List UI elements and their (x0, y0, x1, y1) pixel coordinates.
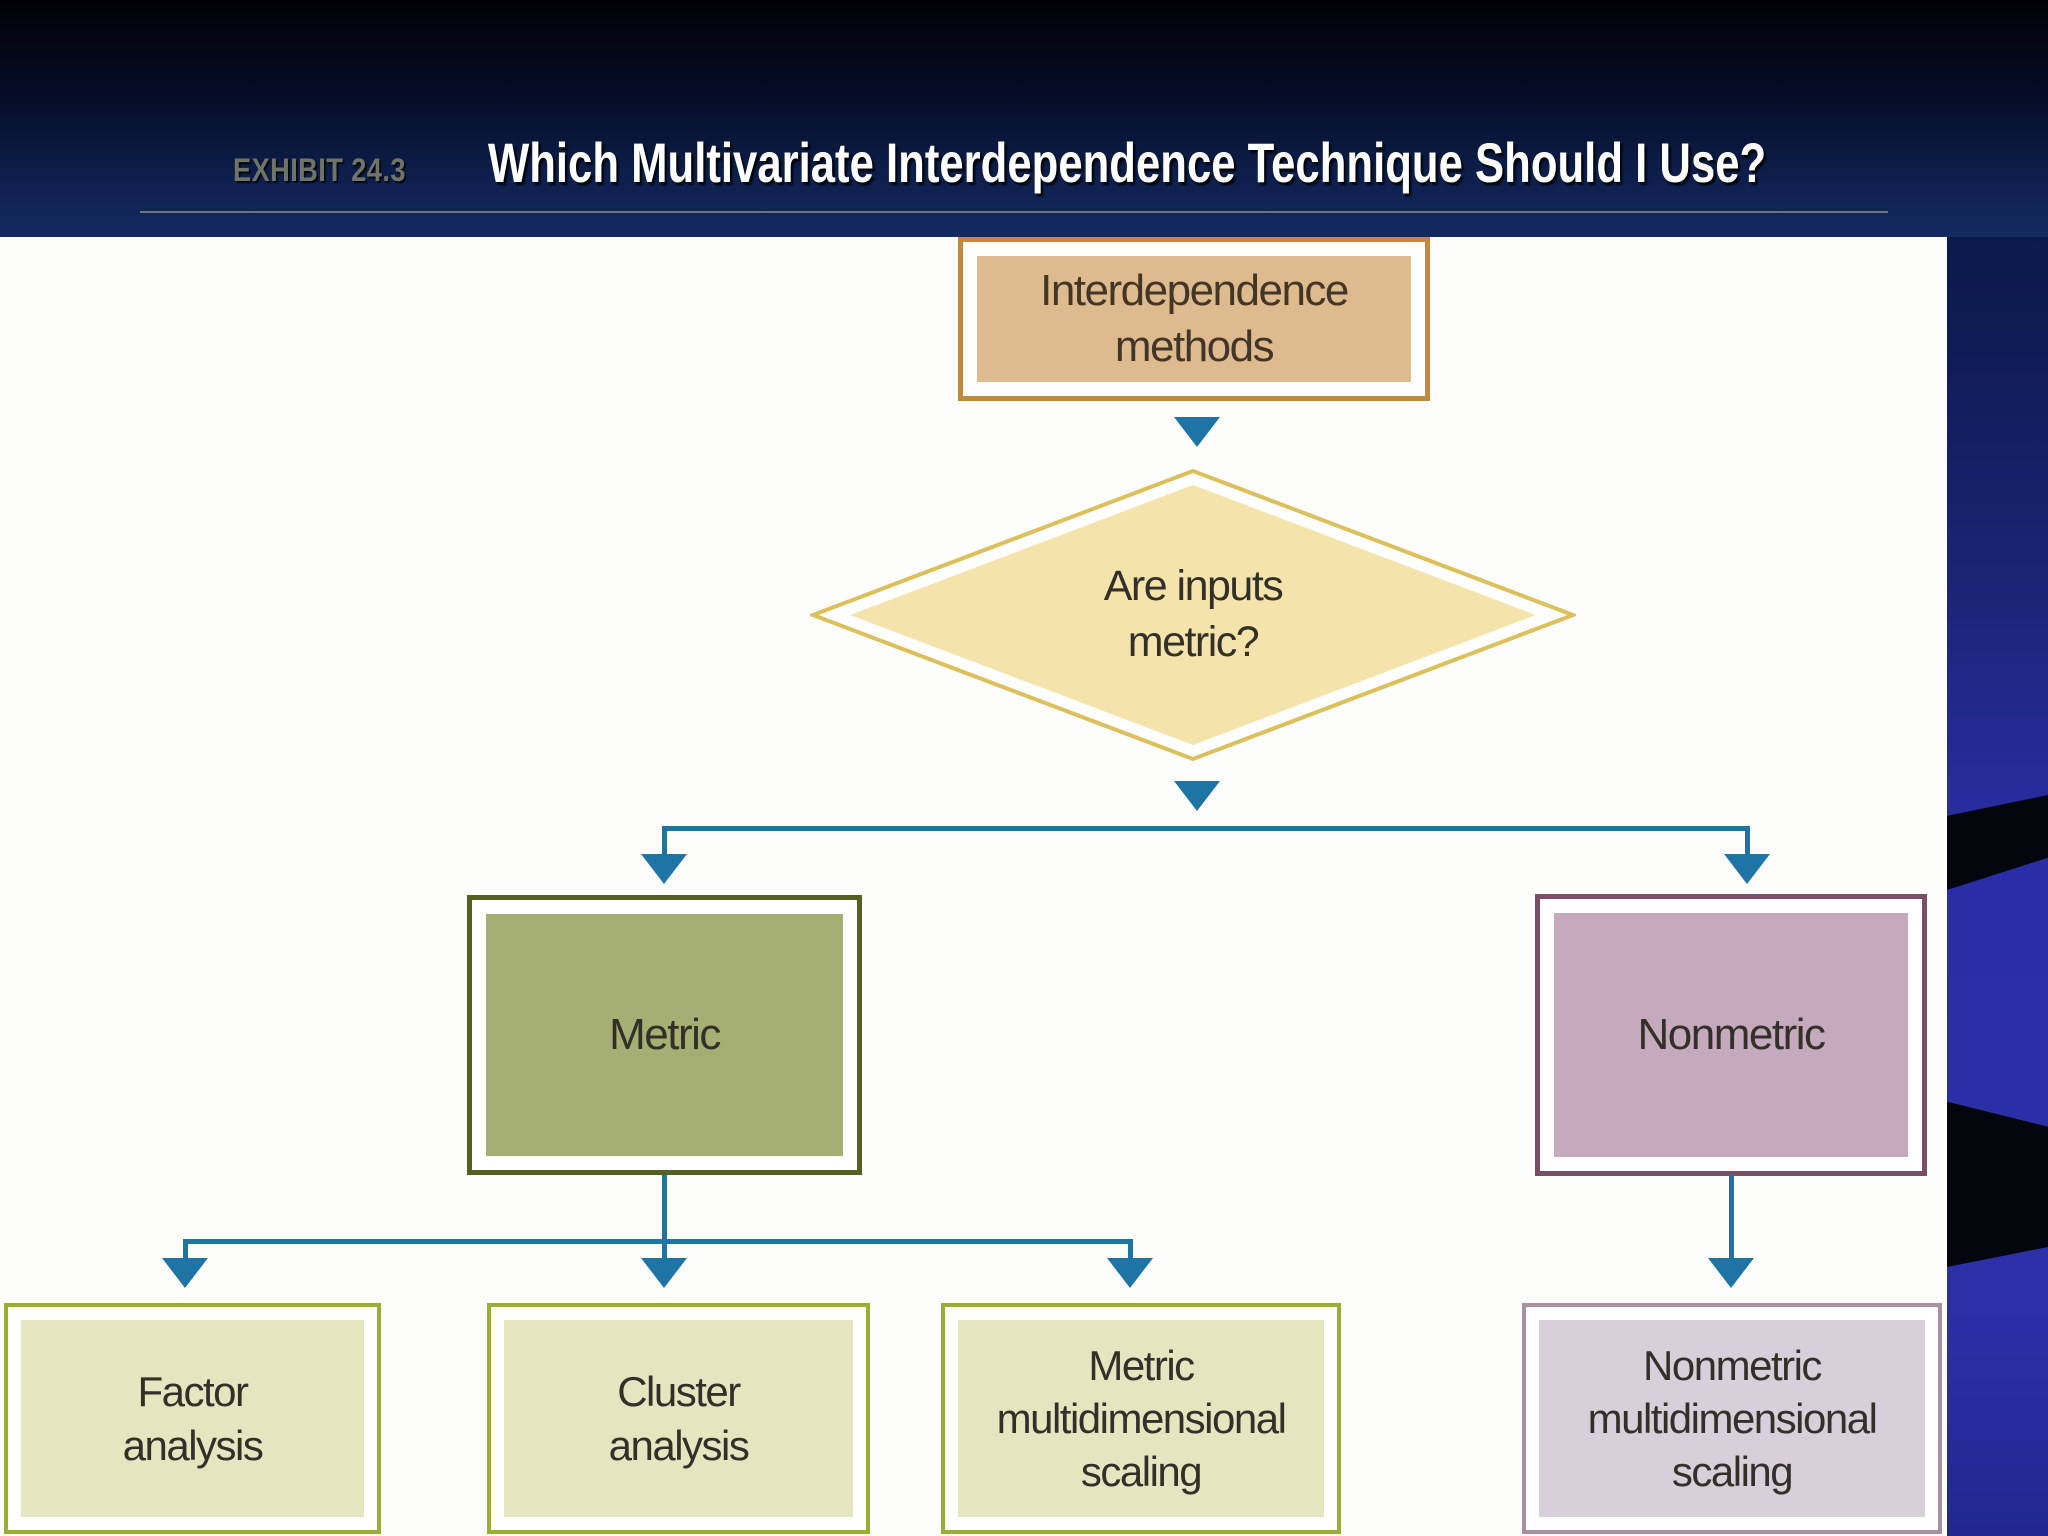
node-label: Cluster analysis (504, 1320, 853, 1517)
flowchart-node-metric: Metric (467, 895, 862, 1175)
connector-arrow-metric (641, 854, 687, 884)
connector-branch2-stub-middle (662, 1244, 667, 1259)
flowchart-node-cluster-analysis: Cluster analysis (487, 1303, 870, 1534)
connector-arrow-root-decision (1174, 417, 1220, 447)
node-label: Nonmetric multidimensional scaling (1539, 1320, 1925, 1517)
flowchart-node-factor-analysis: Factor analysis (4, 1303, 381, 1534)
decision-diamond-shape (810, 468, 1576, 762)
connector-metric-feed (662, 1175, 667, 1244)
node-label: Nonmetric (1554, 913, 1908, 1157)
connector-branch1-stub-right (1745, 826, 1750, 855)
connector-branch1-horizontal (662, 826, 1750, 831)
node-label: Interdependence methods (977, 256, 1411, 382)
connector-arrow-cluster (641, 1258, 687, 1288)
connector-arrow-decision-branch (1174, 781, 1220, 811)
flowchart-node-decision: Are inputs metric? (810, 468, 1576, 762)
connector-branch2-horizontal (183, 1239, 1133, 1244)
node-label: Factor analysis (21, 1320, 364, 1517)
flowchart-node-nonmetric-mds: Nonmetric multidimensional scaling (1522, 1303, 1942, 1534)
flowchart-node-interdependence-methods: Interdependence methods (958, 237, 1430, 401)
connector-arrow-nonmetric-mds (1708, 1258, 1754, 1288)
background-accent-shape-bottom (1947, 1101, 2048, 1267)
slide-title: Which Multivariate Interdependence Techn… (488, 131, 1767, 194)
header-divider (140, 211, 1888, 213)
connector-branch2-stub-left (183, 1244, 188, 1259)
flowchart-node-metric-mds: Metric multidimensional scaling (941, 1303, 1341, 1534)
diagram-canvas: Interdependence methods Are inputs metri… (0, 237, 1947, 1536)
flowchart-node-nonmetric: Nonmetric (1535, 894, 1927, 1176)
connector-arrow-factor (162, 1258, 208, 1288)
node-label: Are inputs metric? (1103, 562, 1284, 666)
connector-nonmetric-feed (1729, 1175, 1734, 1259)
node-label: Metric multidimensional scaling (958, 1320, 1324, 1517)
connector-arrow-metric-mds (1107, 1258, 1153, 1288)
connector-branch2-stub-right (1128, 1244, 1133, 1259)
exhibit-label: EXHIBIT 24.3 (233, 152, 406, 188)
slide-header: EXHIBIT 24.3 Which Multivariate Interdep… (0, 0, 2048, 237)
connector-arrow-nonmetric (1724, 854, 1770, 884)
background-accent-shape-top (1947, 795, 2048, 890)
node-label: Metric (486, 914, 843, 1156)
connector-branch1-stub-left (662, 826, 667, 855)
